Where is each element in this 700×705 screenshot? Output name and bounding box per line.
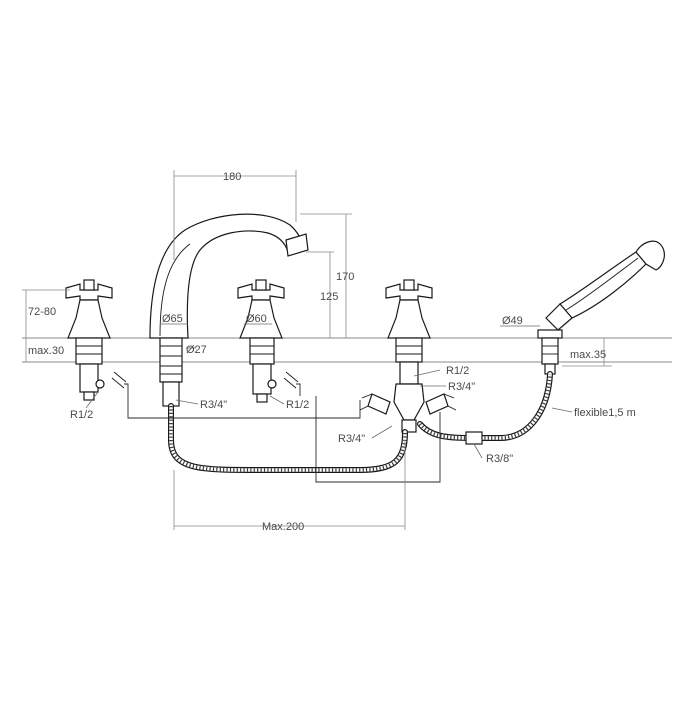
label-thread-r34-lower: R3/4" [338, 433, 365, 445]
label-max-deck-right: max.35 [570, 349, 606, 361]
label-thread-r12-mid: R1/2 [286, 399, 309, 411]
label-flexible-hose: flexible1,5 m [574, 407, 636, 419]
label-spout-height: 170 [336, 271, 354, 283]
label-spout-spacing: 180 [223, 171, 241, 183]
diverter-manifold [359, 383, 457, 433]
label-thread-r38: R3/8" [486, 453, 513, 465]
left-handle [65, 279, 113, 401]
label-handle-height: 72-80 [28, 306, 56, 318]
deck-surface [22, 337, 672, 363]
hand-shower [537, 240, 665, 375]
label-thread-r34-spout: R3/4" [200, 399, 227, 411]
label-max-spacing: Max.200 [262, 521, 304, 533]
spout-shank [159, 337, 183, 407]
label-thread-r34-diverter: R3/4" [448, 381, 475, 393]
supply-pipes [111, 371, 441, 483]
spout [149, 213, 309, 339]
dimension-lines [22, 170, 612, 530]
label-thread-r12-diverter: R1/2 [446, 365, 469, 377]
label-max-deck-left: max.30 [28, 345, 64, 357]
label-thread-r12-left: R1/2 [70, 409, 93, 421]
dimension-labels: 180 170 125 72-80 max.30 max.35 Ø65 Ø60 … [28, 171, 636, 533]
label-handle-diameter: Ø60 [246, 313, 267, 325]
label-spout-diameter: Ø65 [162, 313, 183, 325]
right-handle [385, 279, 433, 385]
label-spout-outlet-height: 125 [320, 291, 338, 303]
label-shank-diameter: Ø27 [186, 344, 207, 356]
label-handshower-diameter: Ø49 [502, 315, 523, 327]
middle-handle [237, 279, 285, 403]
braided-hoses [168, 371, 553, 473]
